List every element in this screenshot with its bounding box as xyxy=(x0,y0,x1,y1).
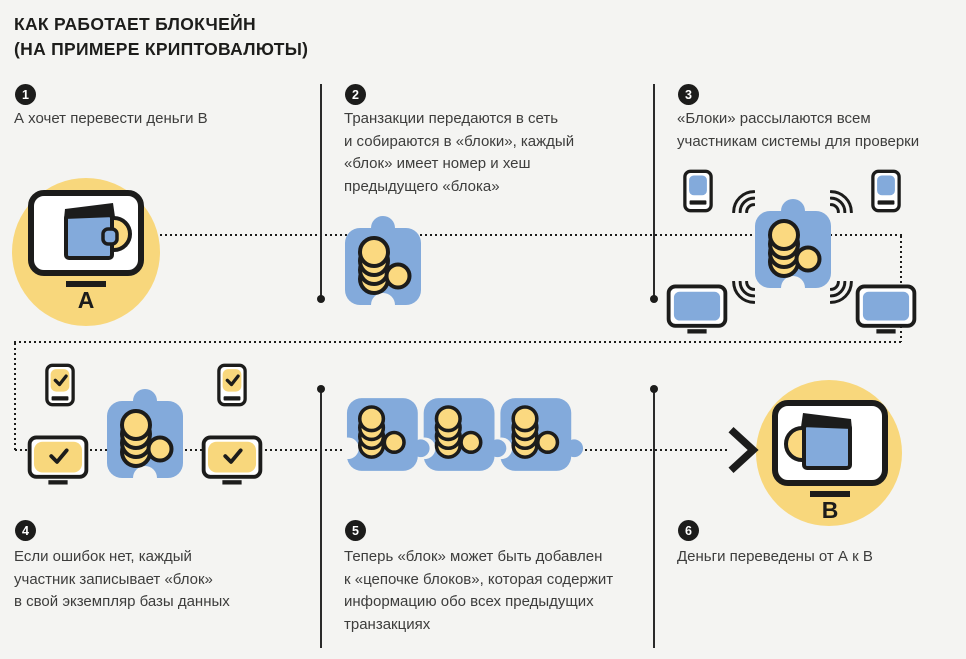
divider-row2-b xyxy=(653,388,655,648)
receiver-label: B xyxy=(822,497,839,520)
wifi-signal-icon xyxy=(732,190,755,213)
divider-row1-b xyxy=(653,84,655,298)
step-2-text: Транзакции передаются в сеть и собираютс… xyxy=(344,110,575,195)
block-puzzle-validate-icon xyxy=(107,389,183,481)
connector-row1 xyxy=(150,234,902,236)
step-3-badge: 3 xyxy=(678,84,699,105)
check-monitor-icon xyxy=(201,435,263,485)
divider-row1-a-dot xyxy=(317,295,325,303)
divider-row2-a xyxy=(320,388,322,648)
step-3-text: «Блоки» рассылаются всем участникам сист… xyxy=(677,110,920,150)
step-1-text: А хочет перевести деньги В xyxy=(14,110,208,127)
step-2-badge: 2 xyxy=(345,84,366,105)
check-phone-icon xyxy=(45,363,75,407)
wifi-signal-icon xyxy=(830,190,853,213)
chevron-arrow-icon xyxy=(728,426,759,474)
divider-row2-a-dot xyxy=(317,385,325,393)
wifi-signal-icon xyxy=(732,281,755,304)
divider-row1-a xyxy=(320,84,322,298)
wallet-monitor-receiver-icon: B xyxy=(772,400,888,520)
check-phone-icon xyxy=(217,363,247,407)
check-monitor-icon xyxy=(27,435,89,485)
phone-icon xyxy=(683,169,713,213)
sender-label: A xyxy=(78,287,95,310)
step-6-badge: 6 xyxy=(678,520,699,541)
block-puzzle-icon xyxy=(345,216,421,308)
step-4-badge: 4 xyxy=(15,520,36,541)
wallet-monitor-sender-icon: A xyxy=(28,190,144,310)
wifi-signal-icon xyxy=(830,281,853,304)
monitor-icon xyxy=(666,284,728,334)
monitor-icon xyxy=(855,284,917,334)
blockchain-chain-icon xyxy=(345,398,584,471)
step-5-badge: 5 xyxy=(345,520,366,541)
phone-icon xyxy=(871,169,901,213)
connector-wrap xyxy=(14,341,902,343)
block-puzzle-broadcast-icon xyxy=(755,199,831,291)
step-6-text: Деньги переведены от А к В xyxy=(677,548,873,565)
step-4-text: Если ошибок нет, каждый участник записыв… xyxy=(14,548,230,610)
step-5-text: Теперь «блок» может быть добавлен к «цеп… xyxy=(344,548,614,633)
step-1-badge: 1 xyxy=(15,84,36,105)
connector-left-down xyxy=(14,343,16,450)
page-title: КАК РАБОТАЕТ БЛОКЧЕЙН (НА ПРИМЕРЕ КРИПТО… xyxy=(14,14,309,59)
divider-row1-b-dot xyxy=(650,295,658,303)
divider-row2-b-dot xyxy=(650,385,658,393)
